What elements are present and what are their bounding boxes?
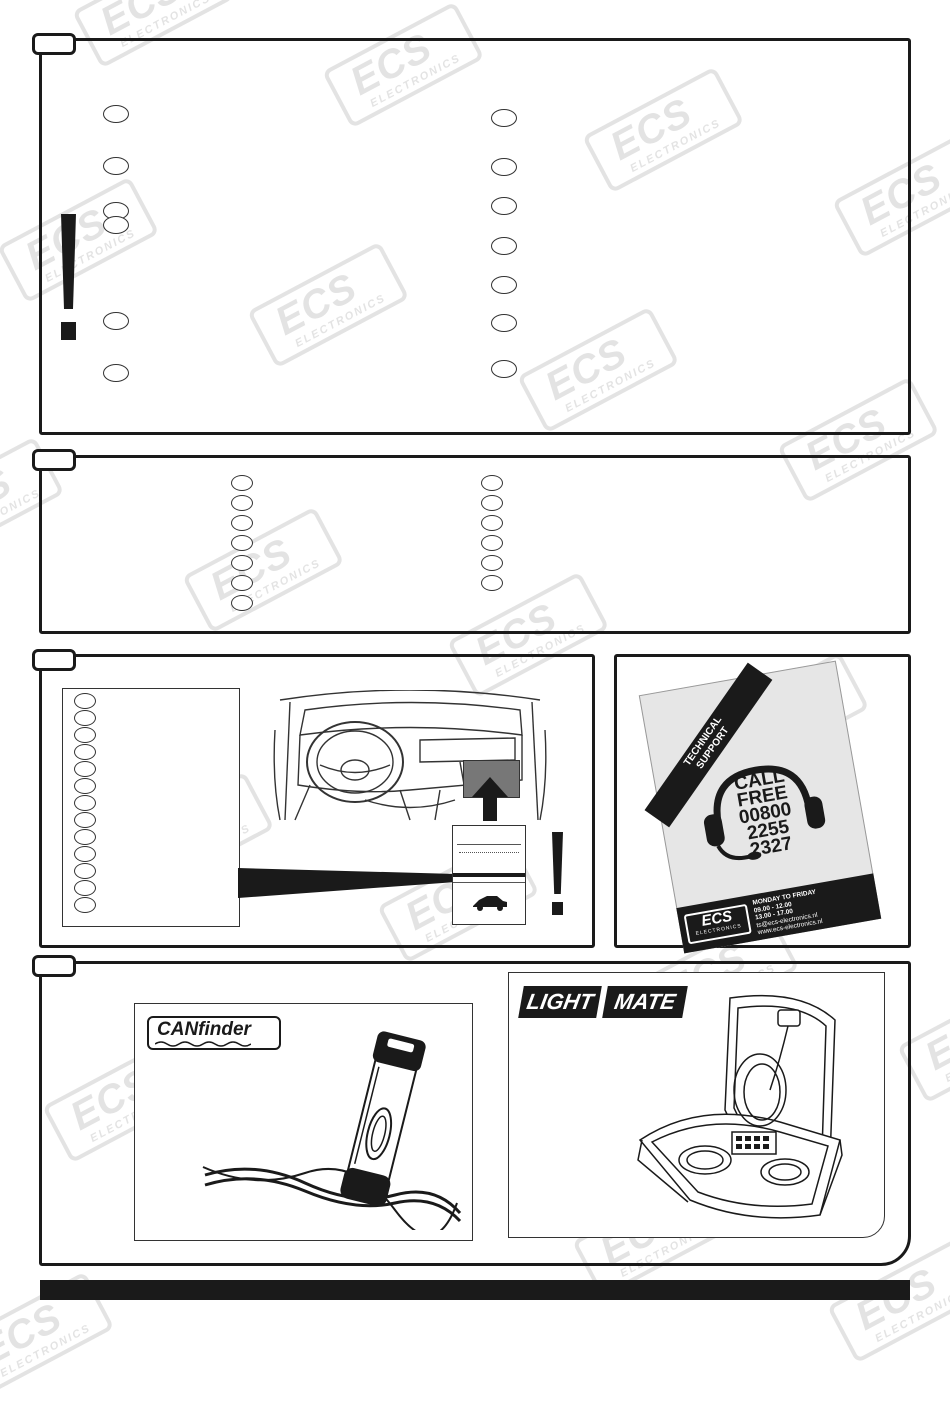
section-5-frame xyxy=(39,961,911,1266)
step-oval xyxy=(74,727,96,743)
step-oval xyxy=(103,216,129,234)
section-5-tab xyxy=(32,955,76,977)
technical-support-poster: TECHNICAL SUPPORT CALL FREE 00800 2255 2… xyxy=(638,660,882,954)
lightmate-case-illustration xyxy=(637,994,843,1219)
section-2-frame xyxy=(39,455,911,634)
warning-exclamation-icon xyxy=(58,214,80,342)
step-oval xyxy=(74,880,96,896)
step-oval xyxy=(481,495,503,511)
car-dashboard-illustration xyxy=(273,690,547,821)
step-oval xyxy=(481,535,503,551)
step-oval xyxy=(74,897,96,913)
warning-exclamation-icon xyxy=(548,832,568,918)
step-oval xyxy=(481,515,503,531)
section-1-frame xyxy=(39,38,911,435)
step-oval xyxy=(231,475,253,491)
step-oval xyxy=(491,158,517,176)
step-oval xyxy=(231,535,253,551)
section-1-tab xyxy=(32,33,76,55)
step-oval xyxy=(74,778,96,794)
step-oval xyxy=(74,846,96,862)
section-2-tab xyxy=(32,449,76,471)
step-oval xyxy=(481,575,503,591)
owners-manual-illustration xyxy=(452,825,526,925)
step-oval xyxy=(231,555,253,571)
step-oval xyxy=(231,575,253,591)
step-oval xyxy=(231,495,253,511)
step-oval xyxy=(491,197,517,215)
section-3-frame xyxy=(39,654,595,948)
pointer-wedge xyxy=(238,868,456,898)
step-oval xyxy=(74,693,96,709)
arrow-up-icon xyxy=(472,777,508,821)
step-oval xyxy=(103,312,129,330)
step-oval xyxy=(74,812,96,828)
support-frame xyxy=(614,654,911,948)
support-logo: ECS ELECTRONICS xyxy=(683,903,752,945)
step-oval xyxy=(74,795,96,811)
step-oval xyxy=(103,157,129,175)
step-oval xyxy=(103,364,129,382)
step-oval xyxy=(491,276,517,294)
step-oval xyxy=(481,555,503,571)
step-oval xyxy=(74,863,96,879)
footer-bar xyxy=(40,1280,910,1300)
step-oval xyxy=(491,109,517,127)
step-oval xyxy=(491,314,517,332)
step-oval xyxy=(74,744,96,760)
step-oval xyxy=(231,595,253,611)
section-3-tab xyxy=(32,649,76,671)
step-oval xyxy=(491,360,517,378)
step-oval xyxy=(103,105,129,123)
step-oval xyxy=(481,475,503,491)
step-oval xyxy=(74,710,96,726)
step-oval xyxy=(74,761,96,777)
canfinder-logo: CANfinder xyxy=(147,1016,281,1050)
step-oval xyxy=(231,515,253,531)
step-oval xyxy=(491,237,517,255)
canfinder-device-illustration xyxy=(202,1031,462,1230)
step-oval xyxy=(74,829,96,845)
